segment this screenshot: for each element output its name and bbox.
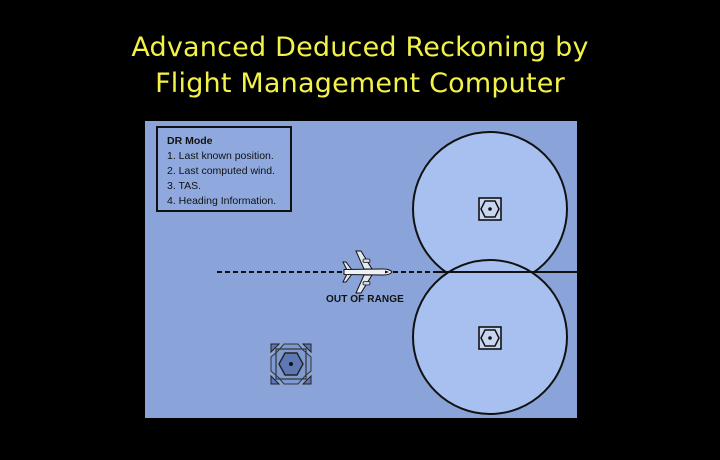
- vortac-station-icon: [270, 343, 312, 385]
- legend-item: 3. TAS.: [167, 180, 202, 192]
- legend-item: 2. Last computed wind.: [167, 165, 275, 177]
- slide-title: Advanced Deduced Reckoning by Flight Man…: [0, 30, 720, 102]
- out-of-range-label: OUT OF RANGE: [326, 294, 404, 305]
- navigation-diagram: DR Mode 1. Last known position. 2. Last …: [145, 121, 577, 418]
- vor-station-icon: [478, 326, 502, 350]
- slide-title-line-1: Advanced Deduced Reckoning by: [131, 32, 589, 63]
- slide-title-line-2: Flight Management Computer: [155, 68, 565, 99]
- dr-mode-legend: DR Mode 1. Last known position. 2. Last …: [156, 126, 292, 212]
- diagram-drawing: [217, 131, 577, 415]
- legend-item: 1. Last known position.: [167, 150, 274, 162]
- vor-station-icon: [478, 197, 502, 221]
- legend-item: 4. Heading Information.: [167, 195, 277, 207]
- airplane-icon: [342, 250, 393, 294]
- legend-title: DR Mode: [167, 135, 213, 147]
